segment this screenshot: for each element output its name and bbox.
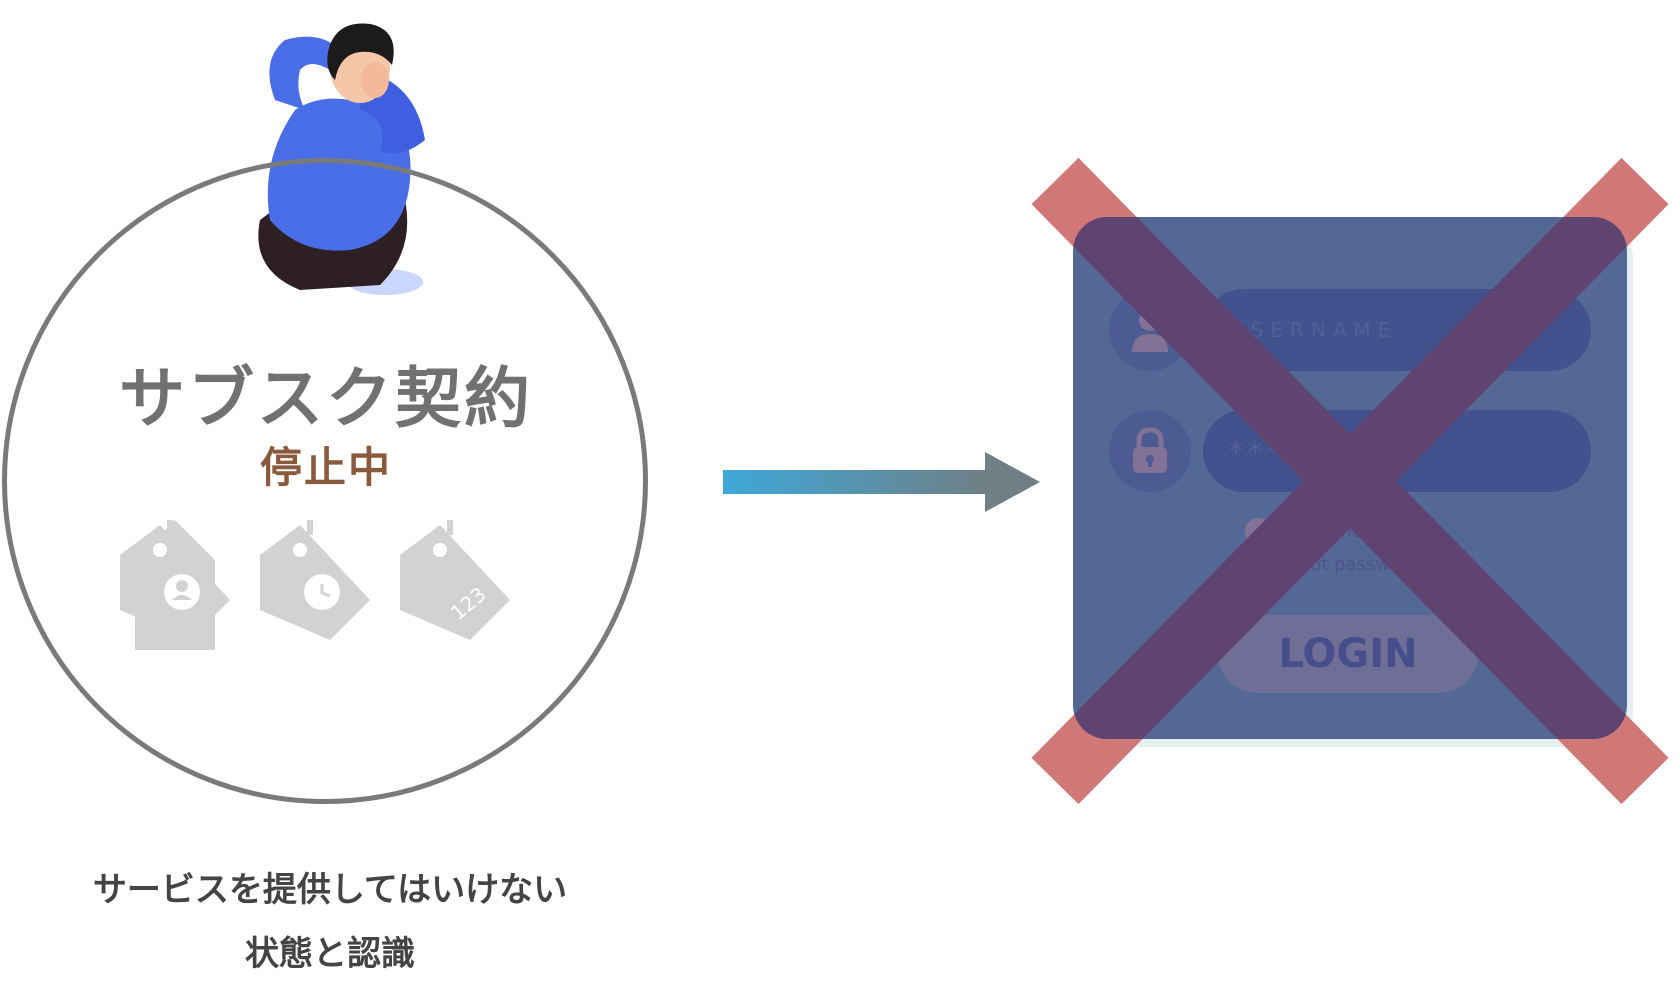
remember-me-row[interactable]: ✓ Remember me xyxy=(1245,516,1416,546)
person-tag-icon xyxy=(120,520,230,640)
subscription-status: 停止中 xyxy=(259,443,392,492)
caption-line-1: サービスを提供してはいけない xyxy=(92,870,568,910)
login-panel: USERNAME ******* ✓ Remember me Forgot pa… xyxy=(1073,217,1627,739)
right-arrow-icon xyxy=(723,452,1040,512)
tag-icons: 123 xyxy=(120,520,510,650)
remember-me-label: Remember me xyxy=(1283,520,1417,542)
clock-tag-icon xyxy=(260,520,370,640)
caption: サービスを提供してはいけない 状態と認識 xyxy=(0,858,660,986)
subscription-title: サブスク契約 xyxy=(119,360,533,437)
remember-me-checkbox[interactable]: ✓ xyxy=(1245,518,1271,544)
number-tag-icon: 123 xyxy=(400,520,510,640)
login-button[interactable]: LOGIN xyxy=(1218,615,1478,693)
forgot-password-link[interactable]: Forgot password? xyxy=(1270,554,1430,575)
caption-line-2: 状態と認識 xyxy=(245,934,415,974)
password-input[interactable]: ******* xyxy=(1203,410,1591,492)
subscription-status-circle xyxy=(2,158,648,804)
lock-icon xyxy=(1109,410,1191,492)
username-input[interactable]: USERNAME xyxy=(1203,289,1591,371)
user-icon xyxy=(1109,289,1191,371)
